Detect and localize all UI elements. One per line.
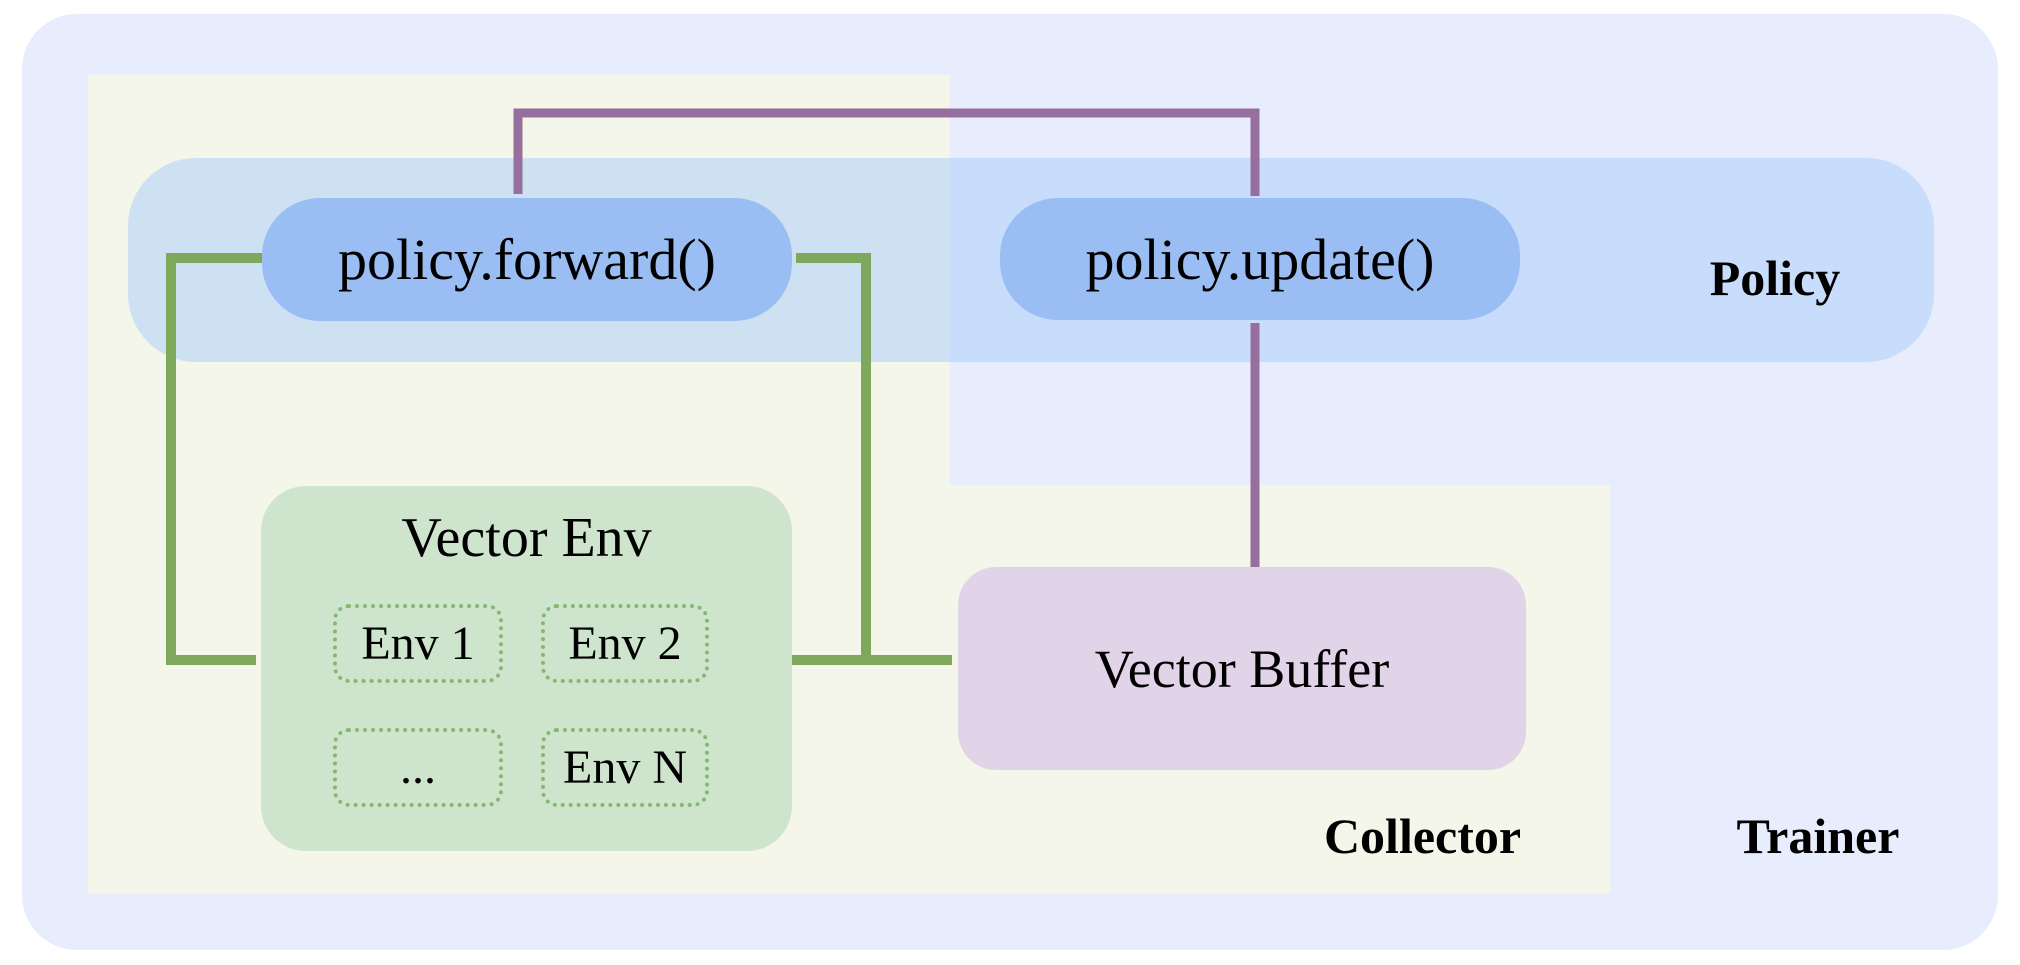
- env-2-cell: Env 2: [541, 604, 709, 683]
- collector-region-label: Collector: [1323, 808, 1522, 864]
- policy-forward-label: policy.forward(): [338, 227, 716, 292]
- env-ellipsis-cell: ...: [333, 728, 503, 807]
- env-1-cell: Env 1: [333, 604, 503, 683]
- vector-env-title: Vector Env: [401, 507, 652, 569]
- trainer-region-label: Trainer: [1736, 808, 1900, 864]
- env-n-label: Env N: [563, 741, 687, 794]
- policy-update-node: policy.update(): [1000, 198, 1520, 320]
- policy-update-label: policy.update(): [1085, 226, 1435, 292]
- env-1-label: Env 1: [361, 617, 475, 670]
- env-2-label: Env 2: [568, 617, 682, 670]
- env-n-cell: Env N: [541, 728, 709, 807]
- vector-env-node: Vector Env Env 1 Env 2 ... Env N: [261, 486, 792, 851]
- policy-region-label: Policy: [1709, 250, 1841, 306]
- policy-forward-node: policy.forward(): [262, 198, 792, 321]
- env-ellipsis-label: ...: [400, 741, 436, 794]
- vector-buffer-label: Vector Buffer: [1094, 638, 1390, 699]
- vector-buffer-node: Vector Buffer: [958, 567, 1526, 770]
